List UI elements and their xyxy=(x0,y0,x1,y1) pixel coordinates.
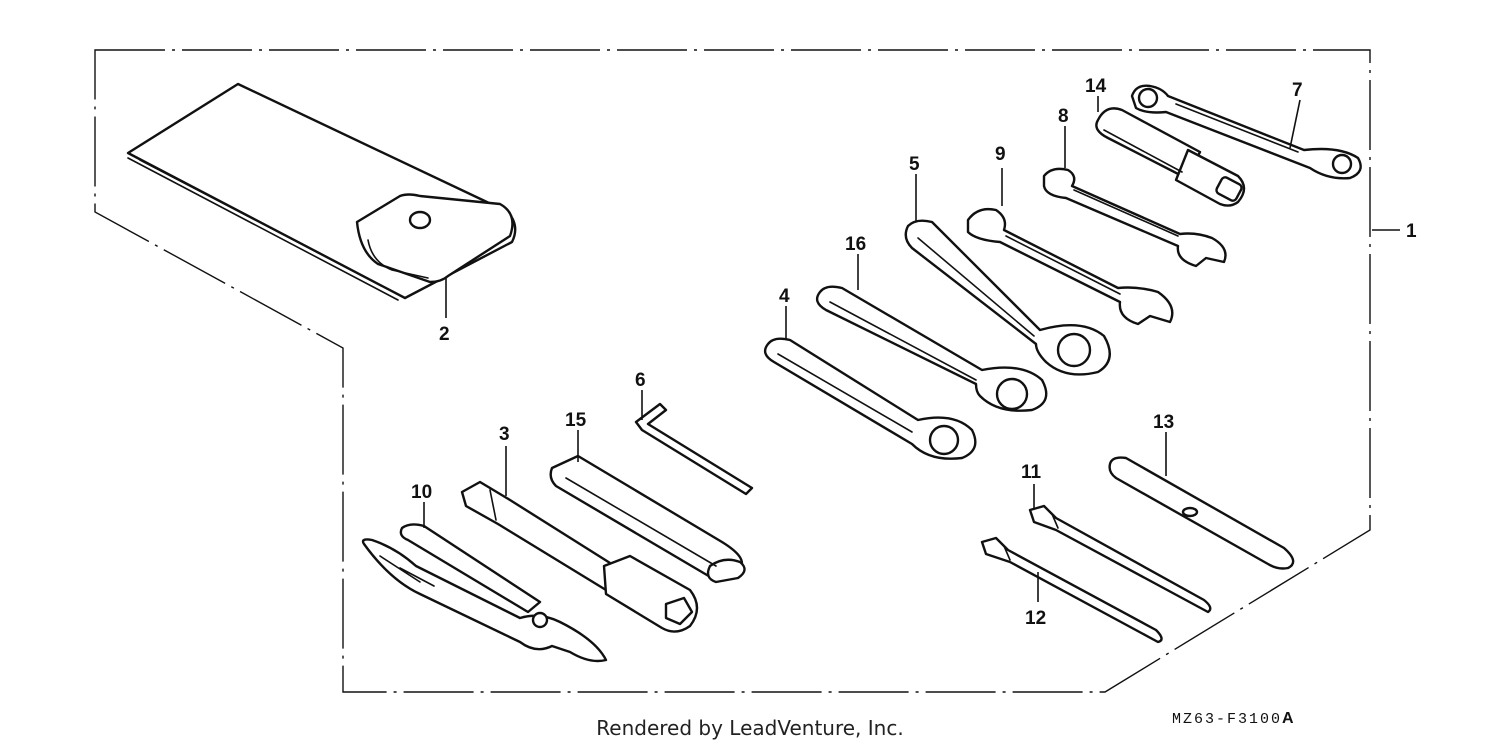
box-wrench xyxy=(1095,107,1246,207)
ring-wrench xyxy=(1130,84,1362,180)
callout-9: 9 xyxy=(995,144,1006,165)
spark-plug-wrench xyxy=(460,480,699,633)
callout-2: 2 xyxy=(439,324,450,345)
callout-1: 1 xyxy=(1406,221,1417,242)
callout-3: 3 xyxy=(499,424,510,445)
diagram-code-suffix: A xyxy=(1282,710,1296,727)
tool-bag xyxy=(126,82,517,301)
open-end-wrench-14x17 xyxy=(966,207,1174,326)
screwdriver-flat xyxy=(980,536,1163,644)
callout-10: 10 xyxy=(411,482,432,503)
screwdriver-phillips xyxy=(1028,504,1212,614)
callout-4: 4 xyxy=(779,286,790,307)
callout-5: 5 xyxy=(909,154,920,175)
hex-key xyxy=(634,402,754,496)
diagram-code-main: MZ63-F3100 xyxy=(1172,711,1283,728)
ring-wrench-medium xyxy=(815,285,1048,412)
flat-blade xyxy=(1108,456,1295,570)
handle-bar xyxy=(549,454,746,584)
callout-13: 13 xyxy=(1153,412,1174,433)
open-end-wrench-small xyxy=(1042,167,1227,268)
callout-7: 7 xyxy=(1292,80,1303,101)
pliers xyxy=(361,523,608,663)
callout-15: 15 xyxy=(565,410,587,431)
single-ring-wrench-large xyxy=(904,219,1111,376)
assembly-frame xyxy=(94,49,1371,693)
ring-wrench-small xyxy=(763,337,977,460)
callout-8: 8 xyxy=(1058,106,1069,127)
callout-16: 16 xyxy=(845,234,866,255)
callout-6: 6 xyxy=(635,370,646,391)
callout-11: 11 xyxy=(1021,462,1042,483)
callout-14: 14 xyxy=(1085,76,1107,97)
diagram-code: MZ63-F3100A xyxy=(1172,710,1296,728)
footer-credit: Rendered by LeadVenture, Inc. xyxy=(596,716,904,740)
callout-12: 12 xyxy=(1025,608,1046,629)
leader-7 xyxy=(1289,99,1301,149)
